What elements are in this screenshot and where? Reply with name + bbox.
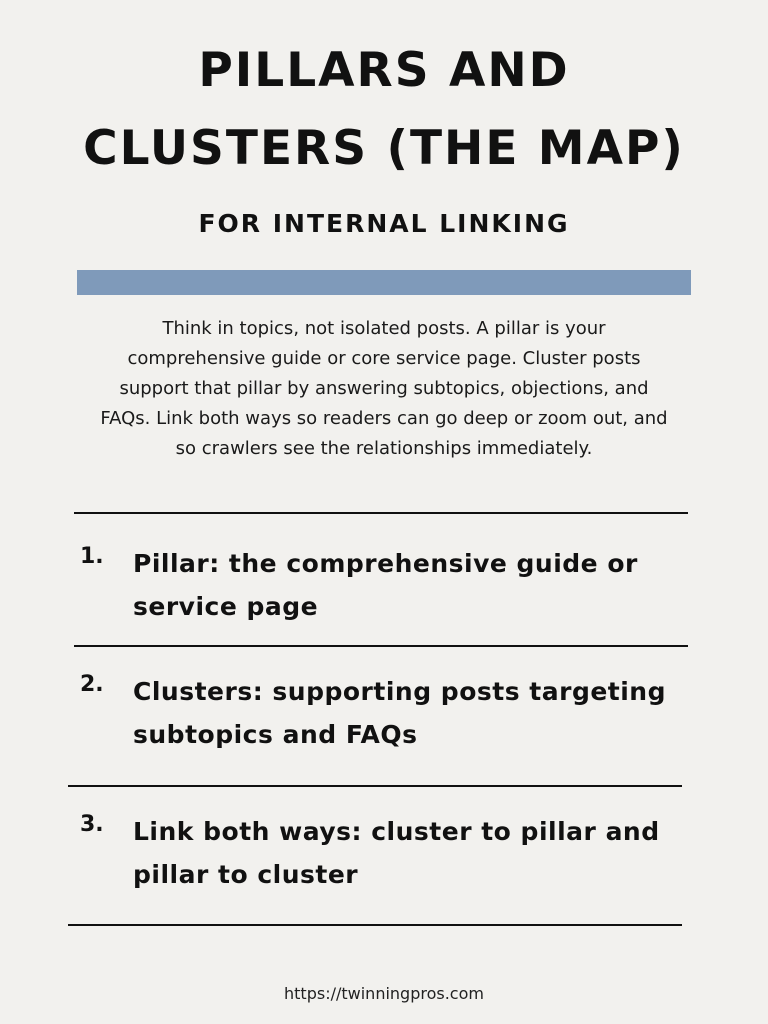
footer-url[interactable]: https://twinningpros.com [284,984,484,1003]
item-text: Link both ways: cluster to pillar and pi… [133,817,660,889]
page-title: PILLARS AND CLUSTERS (THE MAP) [0,32,768,188]
subtitle: FOR INTERNAL LINKING [198,209,570,238]
divider [74,645,688,647]
item-text: Pillar: the comprehensive guide or servi… [133,549,638,621]
item-number: 2. [80,672,104,697]
divider [68,924,682,926]
title-line-1: PILLARS AND [198,43,570,98]
item-text: Clusters: supporting posts targeting sub… [133,677,667,749]
accent-bar [77,270,691,295]
item-number: 1. [80,544,104,569]
item-number: 3. [80,812,104,837]
intro-paragraph: Think in topics, not isolated posts. A p… [100,318,668,459]
divider [68,785,682,787]
title-line-2: CLUSTERS (THE MAP) [83,121,685,176]
divider [74,512,688,514]
